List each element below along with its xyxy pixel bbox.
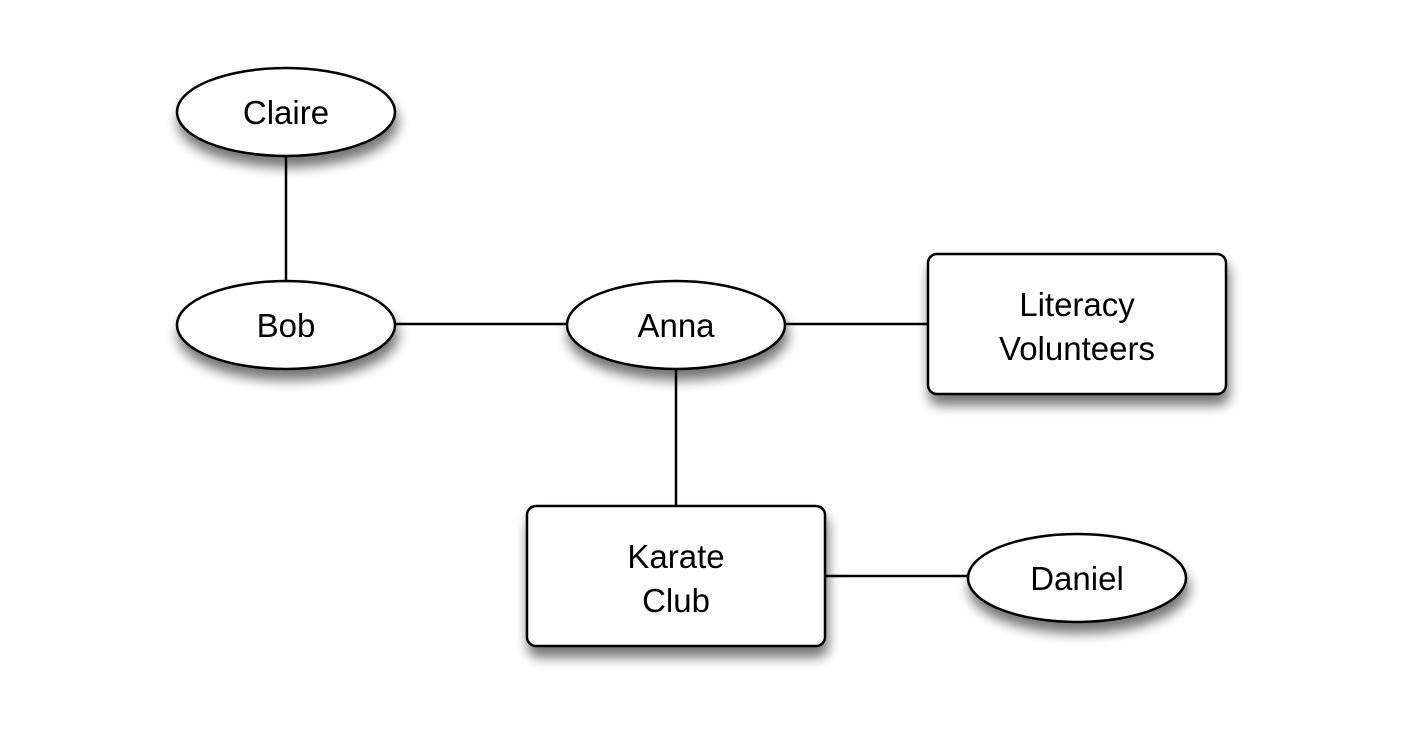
node-daniel[interactable]: Daniel <box>966 532 1188 624</box>
node-anna-label: Anna <box>637 307 715 344</box>
node-claire-ellipse <box>175 66 397 158</box>
node-anna[interactable]: Anna <box>565 279 787 371</box>
node-bob-ellipse <box>175 279 397 371</box>
node-literacy-volunteers[interactable]: Literacy Volunteers <box>926 252 1228 396</box>
node-bob[interactable]: Bob <box>175 279 397 371</box>
node-karate-club-label-line2: Club <box>642 582 710 619</box>
node-karate-club-label-line1: Karate <box>627 538 724 575</box>
node-daniel-label: Daniel <box>1030 560 1124 597</box>
node-karate-club-box <box>525 504 827 648</box>
node-daniel-ellipse <box>966 532 1188 624</box>
node-anna-ellipse <box>565 279 787 371</box>
node-literacy-volunteers-label-line1: Literacy <box>1019 286 1135 323</box>
node-bob-label: Bob <box>257 307 316 344</box>
node-literacy-volunteers-box <box>926 252 1228 396</box>
node-claire[interactable]: Claire <box>175 66 397 158</box>
edges <box>284 156 968 578</box>
node-karate-club[interactable]: Karate Club <box>525 504 827 648</box>
node-claire-label: Claire <box>243 94 329 131</box>
node-literacy-volunteers-label-line2: Volunteers <box>999 330 1155 367</box>
